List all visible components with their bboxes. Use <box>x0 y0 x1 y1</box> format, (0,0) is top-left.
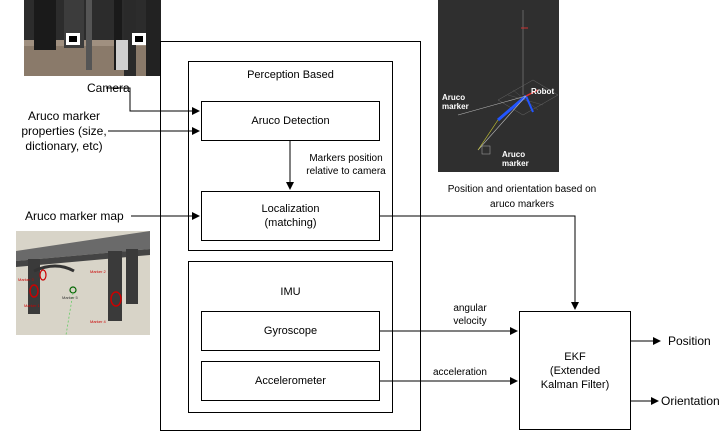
camera-image-graphic <box>24 0 161 76</box>
gyroscope-label: Gyroscope <box>263 325 318 337</box>
robot-visualization-graphic: Robot Aruco marker Aruco marker <box>442 10 559 168</box>
ekf-line2: (Extended <box>549 364 601 377</box>
acceleration-label: acceleration <box>433 367 487 378</box>
marker-bottom-label-line2: marker <box>502 159 529 168</box>
localization-line1: Localization <box>261 203 320 215</box>
accelerometer-box[interactable]: Accelerometer <box>201 361 380 401</box>
aruco-props-line1: Aruco marker <box>27 109 101 123</box>
map-label-2: Marker 1 <box>24 303 41 308</box>
localization-line2: (matching) <box>264 217 317 229</box>
aruco-props-line2: properties (size, <box>21 124 107 138</box>
pose-edge-label: Position and orientation based on aruco … <box>436 182 608 212</box>
camera-image <box>24 0 161 76</box>
accelerometer-label: Accelerometer <box>255 375 326 387</box>
pose-edge-line1: Position and orientation based on <box>447 184 597 195</box>
map-label-3: Marker 4 <box>90 319 107 324</box>
map-label-0: Marker 3 <box>18 277 35 282</box>
marker-map-label: Aruco marker map <box>25 209 124 223</box>
map-label-4: Marker 5 <box>62 295 79 300</box>
aruco-props-line3: dictionary, etc) <box>25 139 103 153</box>
map-label-1: Marker 2 <box>90 269 107 274</box>
markers-position-line1: Markers position <box>309 153 383 164</box>
ekf-line1: EKF <box>564 350 586 363</box>
position-output-label: Position <box>668 334 711 348</box>
marker-left-label-line1: Aruco <box>442 93 465 102</box>
aruco-detection-box[interactable]: Aruco Detection <box>201 101 380 141</box>
angular-line1: angular <box>453 303 487 314</box>
markers-position-line2: relative to camera <box>306 166 386 177</box>
gyroscope-box[interactable]: Gyroscope <box>201 311 380 351</box>
pose-edge-line2: aruco markers <box>490 199 554 210</box>
ekf-line3: Kalman Filter) <box>540 378 610 391</box>
angular-line2: velocity <box>453 316 487 327</box>
angular-velocity-label: angular velocity <box>440 302 500 328</box>
robot-visualization: Robot Aruco marker Aruco marker <box>438 0 559 172</box>
marker-map-image: Marker 3 Marker 2 Marker 1 Marker 4 Mark… <box>16 231 150 335</box>
orientation-output-label: Orientation <box>661 394 720 408</box>
arrow-camera-detection <box>106 87 200 115</box>
arrow-localization-ekf <box>380 215 579 310</box>
marker-map-graphic: Marker 3 Marker 2 Marker 1 Marker 4 Mark… <box>16 231 150 335</box>
robot-label: Robot <box>531 87 554 96</box>
ekf-box[interactable]: EKF (Extended Kalman Filter) <box>519 311 631 430</box>
perception-title: Perception Based <box>247 69 334 81</box>
localization-box[interactable]: Localization (matching) <box>201 191 380 241</box>
aruco-detection-label: Aruco Detection <box>251 115 330 127</box>
aruco-props-label: Aruco marker properties (size, dictionar… <box>10 109 118 154</box>
marker-bottom-label-line1: Aruco <box>502 150 525 159</box>
imu-title: IMU <box>280 286 301 298</box>
marker-left-label-line2: marker <box>442 102 469 111</box>
markers-position-label: Markers position relative to camera <box>298 152 394 178</box>
